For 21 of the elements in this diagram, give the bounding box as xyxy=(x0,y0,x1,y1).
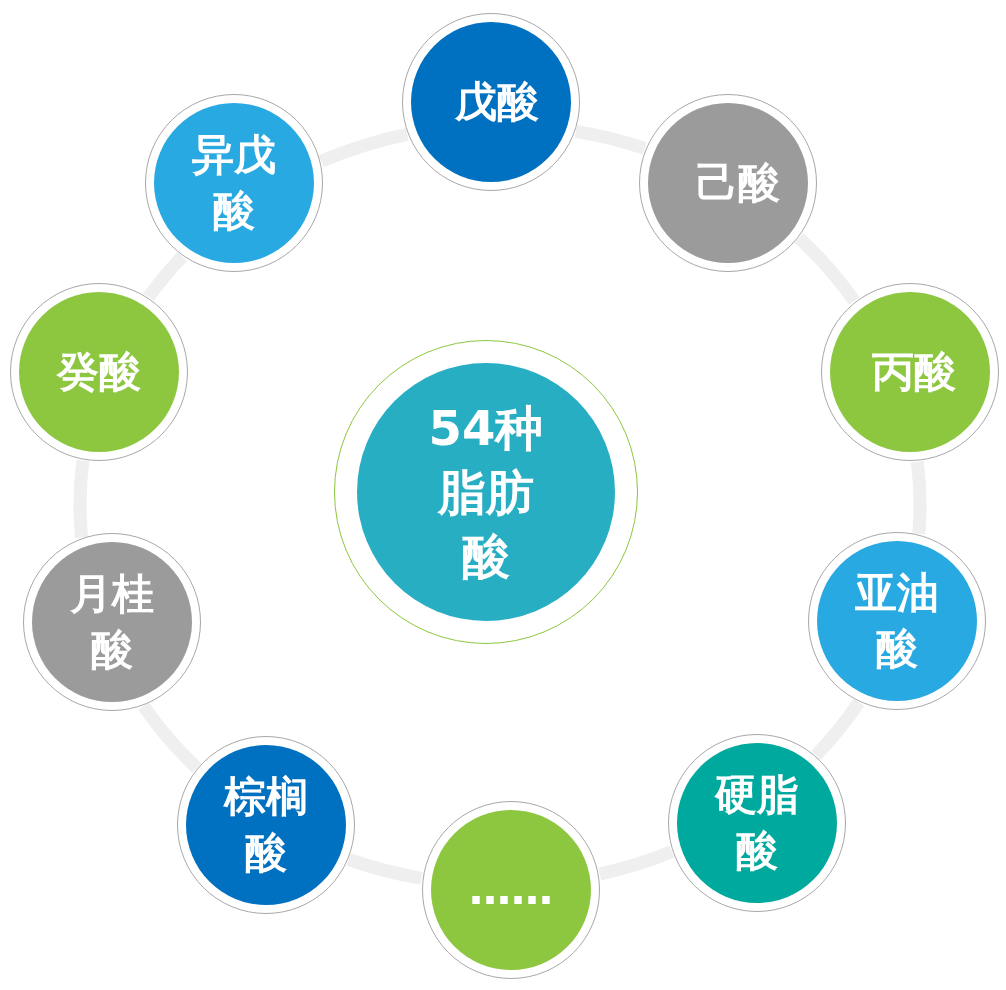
node-label: 月桂酸 xyxy=(69,568,155,676)
arc-connector xyxy=(574,124,647,155)
arc-connector xyxy=(346,853,423,885)
node-label: 棕榈酸 xyxy=(222,771,309,879)
node-label: 己酸 xyxy=(695,157,781,209)
arc-connector xyxy=(318,127,409,168)
node-label: 硬脂酸 xyxy=(713,769,800,877)
arc-connector xyxy=(143,252,188,301)
node-label: 异戊酸 xyxy=(191,129,277,237)
node-label: …… xyxy=(468,864,554,916)
arc-connector xyxy=(138,702,202,773)
arc-connector xyxy=(598,845,675,881)
node-label: 丙酸 xyxy=(871,346,957,398)
node-label: 癸酸 xyxy=(55,346,142,398)
node-label: 亚油酸 xyxy=(854,567,940,675)
arc-connector xyxy=(910,461,927,535)
arc-connector xyxy=(73,459,90,538)
arc-connector xyxy=(794,233,860,305)
node-label: 戊酸 xyxy=(454,76,540,128)
arc-connector xyxy=(811,698,865,760)
node-label: 54种脂肪酸 xyxy=(427,399,545,586)
